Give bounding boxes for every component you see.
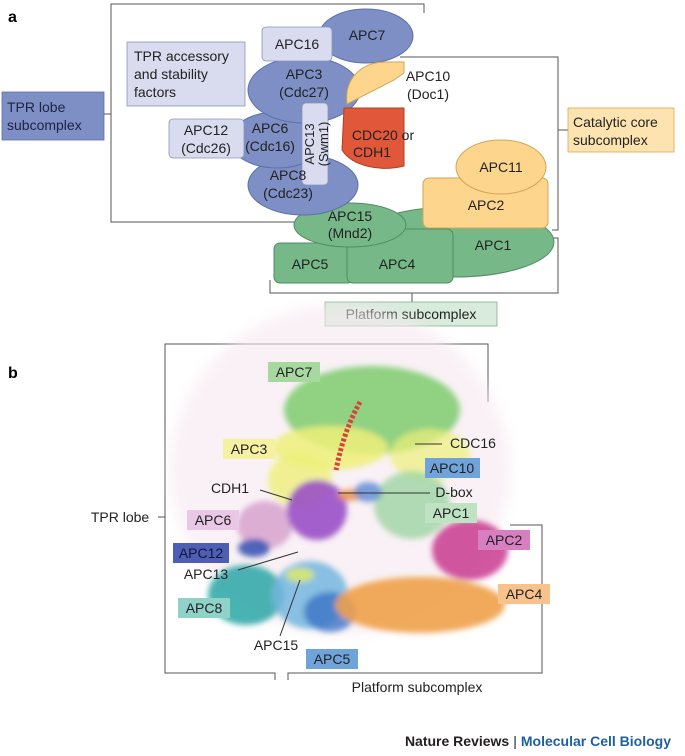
apc3-label: APC3	[286, 66, 323, 82]
journal-name: Molecular Cell Biology	[520, 733, 671, 749]
platform-bracket-b	[287, 524, 543, 680]
apc15-alias: (Mnd2)	[328, 225, 372, 241]
cdc20-shape	[341, 107, 405, 169]
apc7-label: APC7	[349, 27, 386, 43]
apc2-label: APC2	[468, 197, 505, 213]
apc13-label-b: APC13	[184, 566, 229, 582]
cdh1-leader	[259, 489, 293, 501]
apc4-label-b: APC4	[506, 586, 543, 602]
apc3-label-b: APC3	[231, 441, 268, 457]
apc8-label-b: APC8	[186, 600, 223, 616]
apc6-label: APC6	[252, 120, 289, 136]
apc16-box	[261, 26, 333, 62]
apc11-shape	[455, 139, 547, 195]
platform-bracket	[269, 237, 559, 294]
platform-subcomplex-label-b: Platform subcomplex	[352, 679, 483, 695]
catalytic-core-subcomplex-box	[567, 107, 675, 153]
cdc20-label: CDC20 or	[352, 127, 415, 143]
apc12-label-b: APC12	[179, 545, 224, 561]
apc8-label: APC8	[270, 167, 307, 183]
apc13-alias: (Swm1)	[316, 122, 331, 167]
apc5-label: APC5	[292, 256, 329, 272]
panel-a-label: a	[8, 9, 17, 26]
panel-a-subunit-labels: APC16 APC7 APC3 (Cdc27) APC10 (Doc1) APC…	[181, 27, 523, 272]
cdh1-label-b: CDH1	[211, 480, 249, 496]
apc15-label-b: APC15	[254, 637, 299, 653]
tpr-accessory-box	[126, 41, 246, 107]
tpr-lobe-label-b: TPR lobe	[91, 509, 150, 525]
apc4-box	[498, 584, 550, 604]
catalytic-bracket	[400, 56, 559, 231]
apc2-box	[478, 530, 530, 550]
apc12-box-b	[173, 543, 229, 563]
apc5-box	[306, 649, 358, 669]
apc11-label: APC11	[479, 159, 523, 175]
apc15-leader	[279, 579, 301, 637]
journal-credit: Nature Reviews|Molecular Cell Biology	[405, 733, 671, 749]
apc3-box	[223, 439, 275, 459]
tpr-lobe-bracket	[110, 3, 425, 223]
apc10-label: APC10	[406, 68, 451, 84]
apc13-leader	[237, 551, 299, 571]
apc15-density	[286, 568, 314, 582]
apc12-alias: (Cdc26)	[181, 140, 231, 156]
apc13-box	[301, 102, 329, 186]
credit-separator: |	[513, 733, 517, 749]
panel-b-labels: APC7 APC3 CDC16 APC10 CDH1 D-box APC1 TP…	[91, 364, 543, 695]
panel-b-label: b	[8, 365, 18, 382]
apc2-label-b: APC2	[486, 532, 523, 548]
apc7-box	[268, 362, 320, 382]
panel-b-leader-lines	[237, 443, 442, 637]
apc7-label-b: APC7	[276, 364, 313, 380]
apc10-shape	[346, 61, 405, 105]
apc4-label: APC4	[379, 256, 416, 272]
tpr-lobe-subcomplex-box	[1, 91, 105, 141]
apc16-label: APC16	[275, 36, 320, 52]
apc6-box	[187, 510, 239, 530]
apc10-alias: (Doc1)	[407, 86, 449, 102]
apc5-label-b: APC5	[314, 651, 351, 667]
publisher-name: Nature Reviews	[404, 733, 510, 749]
apc10-density	[354, 482, 382, 502]
apc6-density	[237, 501, 293, 549]
tpr-lobe-bracket-b	[164, 343, 489, 680]
apc3-alias: (Cdc27)	[279, 84, 329, 100]
apc12-label: APC12	[184, 122, 229, 138]
apc10-label-b: APC10	[430, 460, 475, 476]
apc12-density	[238, 539, 270, 557]
apc15-shape	[293, 202, 407, 248]
apc6-alias: (Cdc16)	[245, 138, 295, 154]
apc4-density	[335, 577, 505, 633]
apc13-label: APC13	[302, 123, 317, 164]
apc10-box	[425, 458, 480, 478]
apc1-box	[425, 503, 477, 523]
cdh1-label: CDH1	[353, 144, 391, 160]
apc1-label-b: APC1	[433, 505, 470, 521]
cdc16-helix	[333, 400, 363, 471]
cdc16-label-b: CDC16	[450, 435, 496, 451]
dbox-label-b: D-box	[435, 484, 472, 500]
cdh1-density	[287, 480, 347, 540]
apc8-box	[178, 598, 230, 618]
apc1-label: APC1	[475, 237, 512, 253]
apc6-label-b: APC6	[195, 512, 232, 528]
apc15-label: APC15	[328, 208, 373, 224]
apc12-box	[168, 118, 245, 159]
apc8-alias: (Cdc23)	[263, 185, 313, 201]
